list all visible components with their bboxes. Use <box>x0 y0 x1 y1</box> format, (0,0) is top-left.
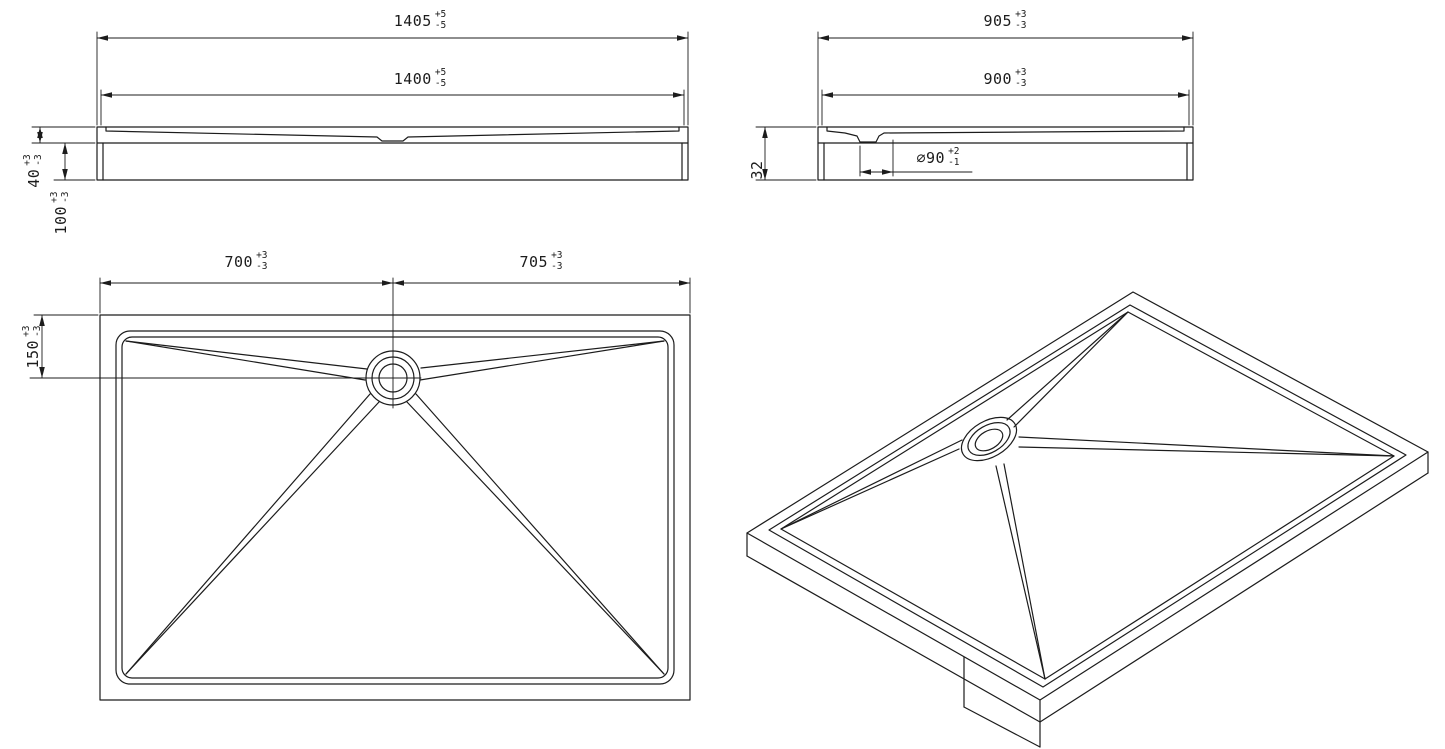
dim-plan-drain-from-left: 700 +3 -3 <box>224 250 268 273</box>
tol-minus: -3 <box>256 261 268 272</box>
dim-tolerance: +3 -3 <box>551 250 563 273</box>
tol-plus: +3 <box>1015 67 1027 79</box>
dim-value: 700 <box>224 253 254 271</box>
tol-plus: +3 <box>551 250 563 262</box>
dim-side-height: 32 <box>748 160 766 179</box>
dim-value: 1405 <box>393 12 432 30</box>
tol-minus: -1 <box>948 157 960 168</box>
dim-tolerance: +5 -5 <box>434 9 447 32</box>
dim-tolerance: +3 -3 <box>22 154 45 166</box>
dim-tolerance: +3 -3 <box>256 250 268 273</box>
tol-plus: +5 <box>434 9 447 21</box>
tol-minus: -3 <box>1015 78 1027 89</box>
plan-view <box>29 277 691 701</box>
dim-tolerance: +5 -5 <box>434 67 447 90</box>
isometric-view <box>746 291 1429 748</box>
tol-plus: +2 <box>948 146 960 158</box>
dim-front-rim-height: 40 +3 -3 <box>22 154 45 188</box>
tol-plus: +3 <box>1015 9 1027 21</box>
drain-ellipse-iso <box>960 416 1018 462</box>
dim-tolerance: +3 -3 <box>49 191 72 203</box>
dim-value: 32 <box>748 160 766 180</box>
dim-front-body-height: 100 +3 -3 <box>49 191 72 235</box>
tol-minus: -3 <box>32 325 43 337</box>
dim-value: 40 <box>25 168 43 188</box>
dim-plan-drain-from-top: 150 +3 -3 <box>21 325 44 369</box>
tol-minus: -5 <box>434 20 447 31</box>
dim-tolerance: +3 -3 <box>21 325 44 337</box>
dim-value: 705 <box>519 253 549 271</box>
dim-tolerance: +3 -3 <box>1015 67 1027 90</box>
tol-plus: +5 <box>434 67 447 79</box>
dim-value: 905 <box>983 12 1013 30</box>
dim-value: 100 <box>52 205 70 235</box>
tol-minus: -3 <box>551 261 563 272</box>
dim-tolerance: +3 -3 <box>1015 9 1027 32</box>
dim-front-inner: 1400 +5 -5 <box>393 67 447 90</box>
dim-plan-drain-from-right: 705 +3 -3 <box>519 250 563 273</box>
tol-minus: -3 <box>1015 20 1027 31</box>
dim-drain-diameter: ⌀90 +2 -1 <box>916 146 960 169</box>
dim-value: 1400 <box>393 70 432 88</box>
dim-value: ⌀90 <box>916 149 946 167</box>
tol-minus: -5 <box>434 78 447 89</box>
tol-minus: -3 <box>60 191 71 203</box>
dim-value: 900 <box>983 70 1013 88</box>
dim-side-total: 905 +3 -3 <box>983 9 1027 32</box>
tol-minus: -3 <box>33 154 44 166</box>
front-elevation-view <box>31 31 689 181</box>
side-elevation-view <box>755 31 1194 181</box>
dim-side-inner: 900 +3 -3 <box>983 67 1027 90</box>
dim-front-total: 1405 +5 -5 <box>393 9 447 32</box>
tol-plus: +3 <box>256 250 268 262</box>
dim-tolerance: +2 -1 <box>948 146 960 169</box>
dim-value: 150 <box>24 339 42 369</box>
